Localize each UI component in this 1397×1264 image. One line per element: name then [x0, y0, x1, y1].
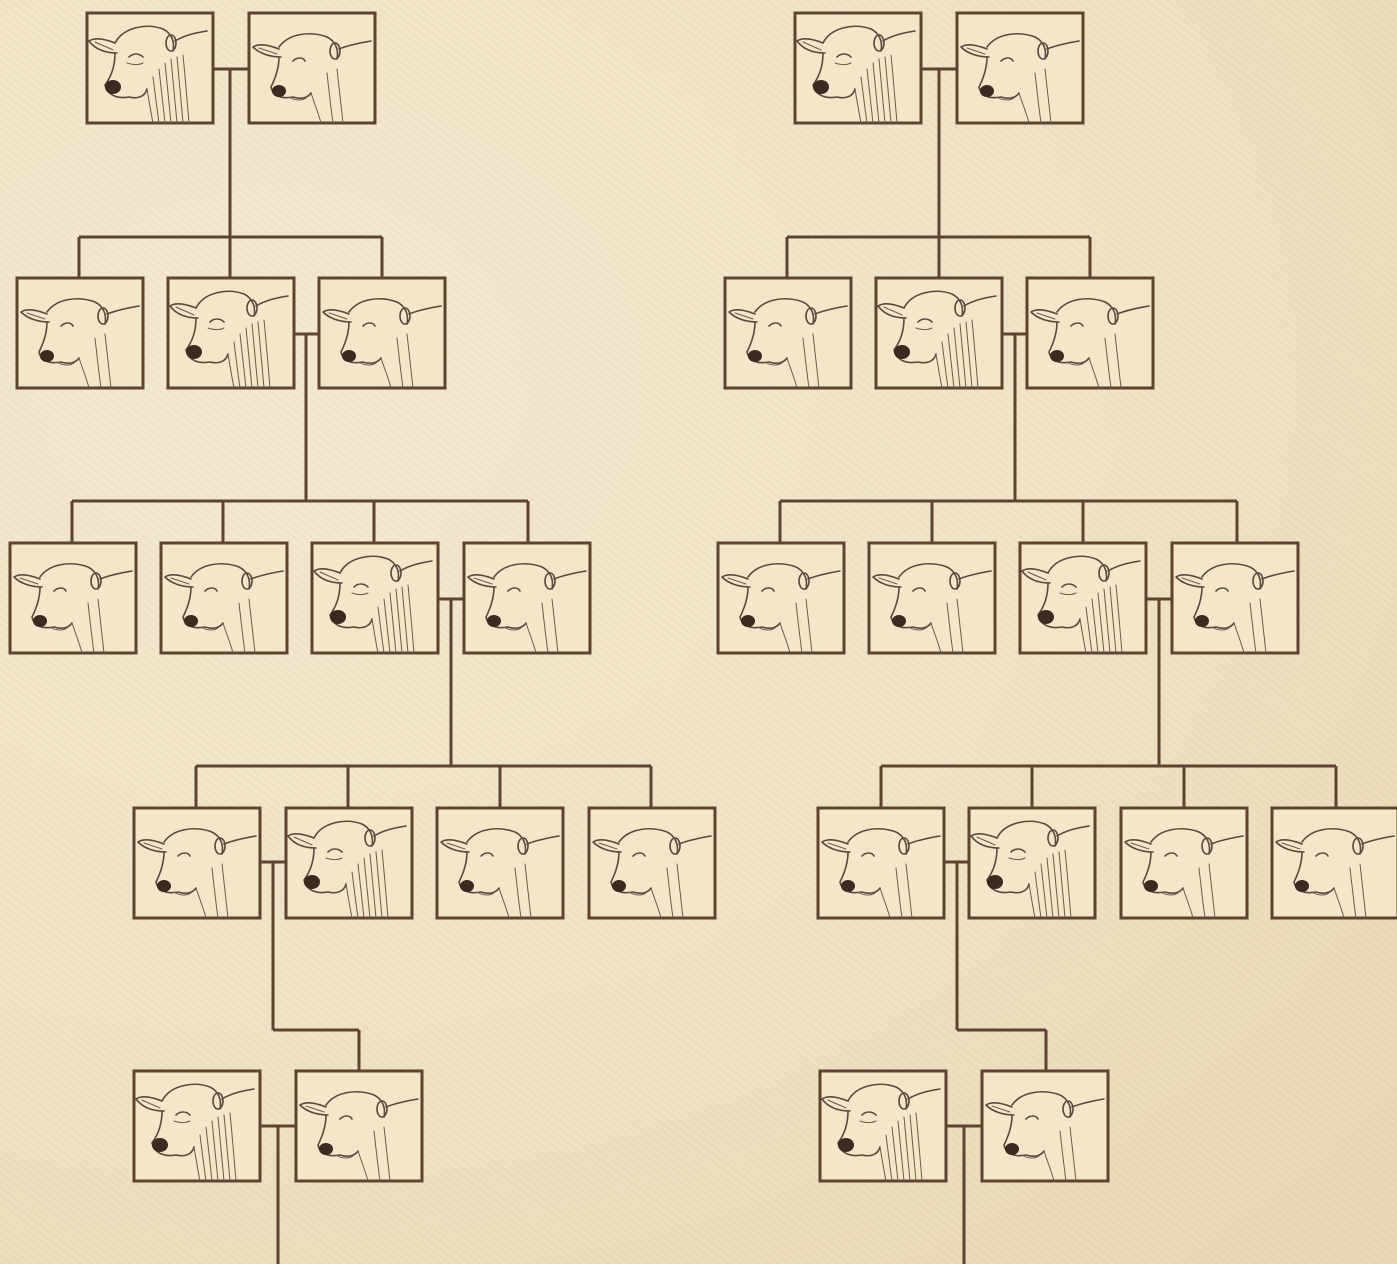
- left-lineage-gen4-node: [134, 808, 260, 918]
- portrait-frame: [982, 1071, 1108, 1181]
- right-lineage-gen3-node: [1020, 543, 1146, 653]
- right-lineage-gen4-node: [818, 808, 944, 918]
- portrait-frame: [10, 543, 136, 653]
- right-lineage-gen4-node: [1121, 808, 1247, 918]
- portrait-frame: [1121, 808, 1247, 918]
- portrait-frame: [1172, 543, 1298, 653]
- portrait-frame: [319, 278, 445, 388]
- left-lineage-gen3-node: [10, 543, 136, 653]
- portrait-frame: [957, 13, 1083, 123]
- portrait-frame: [296, 1071, 422, 1181]
- left-lineage-gen4-node: [286, 808, 412, 918]
- portrait-frame: [17, 278, 143, 388]
- left-lineage-gen5-node: [134, 1071, 260, 1181]
- portrait-frame: [869, 543, 995, 653]
- portrait-frame: [1272, 808, 1397, 918]
- portrait-frame: [249, 13, 375, 123]
- right-lineage-gen5-node: [820, 1071, 946, 1181]
- left-lineage-gen1-node: [249, 13, 375, 123]
- right-lineage-gen2-node: [1027, 278, 1153, 388]
- portrait-frame: [818, 808, 944, 918]
- portrait-frame: [464, 543, 590, 653]
- right-lineage-gen4-node: [1272, 808, 1397, 918]
- right-lineage-gen5-node: [982, 1071, 1108, 1181]
- portrait-frame: [134, 808, 260, 918]
- portrait-frame: [725, 278, 851, 388]
- right-lineage-gen1-node: [957, 13, 1083, 123]
- left-lineage-gen3-node: [464, 543, 590, 653]
- left-lineage-gen2-node: [17, 278, 143, 388]
- left-lineage-gen4-node: [437, 808, 563, 918]
- right-lineage-gen2-node: [725, 278, 851, 388]
- left-lineage-gen4-node: [589, 808, 715, 918]
- left-lineage-gen1-node: [87, 13, 213, 123]
- left-lineage-gen3-node: [312, 543, 438, 653]
- left-lineage-gen5-node: [296, 1071, 422, 1181]
- right-lineage-gen3-node: [869, 543, 995, 653]
- right-lineage-gen1-node: [795, 13, 921, 123]
- portrait-frame: [1027, 278, 1153, 388]
- portrait-frame: [718, 543, 844, 653]
- left-lineage-gen2-node: [168, 278, 294, 388]
- right-lineage-gen3-node: [1172, 543, 1298, 653]
- right-lineage-gen3-node: [718, 543, 844, 653]
- left-lineage-gen2-node: [319, 278, 445, 388]
- portrait-frame: [437, 808, 563, 918]
- right-lineage-gen2-node: [876, 278, 1002, 388]
- portrait-frame: [161, 543, 287, 653]
- right-lineage-gen4-node: [969, 808, 1095, 918]
- left-lineage-gen3-node: [161, 543, 287, 653]
- portrait-frame: [589, 808, 715, 918]
